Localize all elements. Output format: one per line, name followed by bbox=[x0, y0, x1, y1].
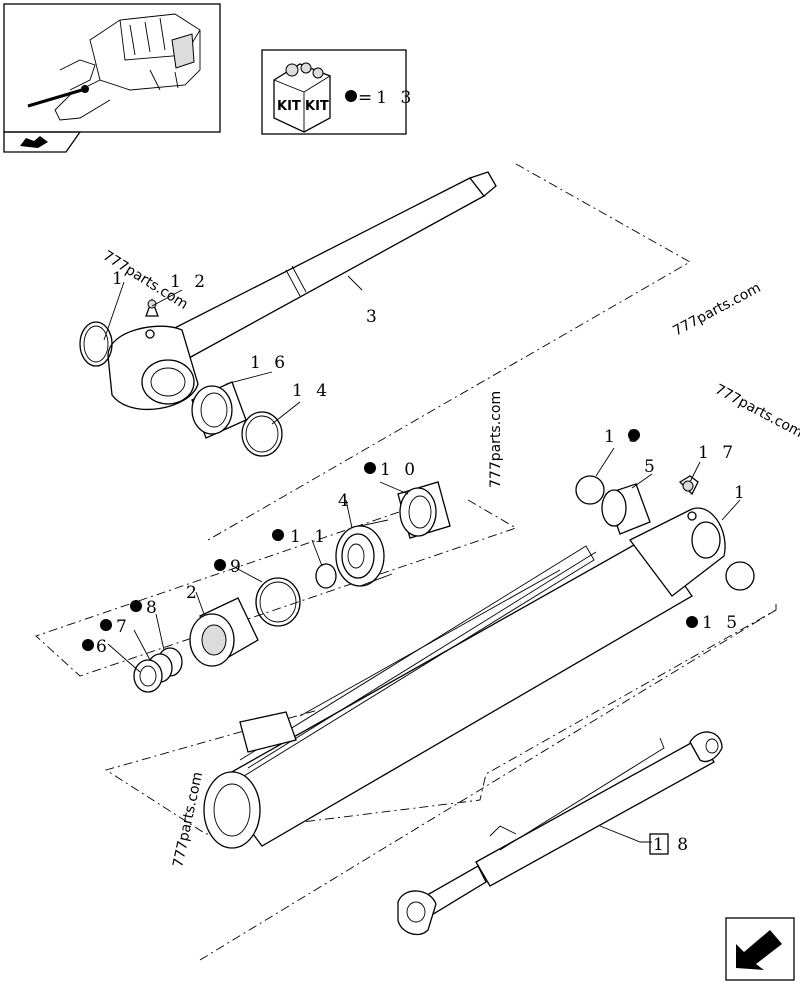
kit-legend-box: KIT KIT =1 3 bbox=[261, 49, 415, 135]
callout-17: 1 7 bbox=[698, 443, 737, 463]
callout-18-box bbox=[649, 833, 669, 855]
assembled-cylinder-18[interactable] bbox=[397, 731, 723, 936]
watermark-2: 777parts.com bbox=[670, 280, 763, 340]
lower-group-outline bbox=[199, 609, 777, 961]
piston-10[interactable] bbox=[397, 481, 451, 539]
callout-5: 5 bbox=[644, 457, 659, 477]
callout-7: 7 bbox=[116, 617, 131, 637]
callout-16: 1 6 bbox=[250, 353, 289, 373]
watermark-4: 777parts.com bbox=[488, 391, 504, 488]
o-ring-11[interactable] bbox=[315, 563, 337, 589]
callout-15-lower: 1 5 bbox=[702, 613, 741, 633]
callout-1-barrel: 1 bbox=[734, 483, 749, 503]
circlip-right[interactable] bbox=[241, 411, 283, 457]
kit-bullet-11 bbox=[272, 529, 284, 541]
kit-label-left: KIT bbox=[277, 99, 301, 114]
callout-11: 1 1 bbox=[290, 527, 329, 547]
tractor-overview-image bbox=[27, 13, 201, 121]
ring-15-lower[interactable] bbox=[725, 561, 755, 591]
piston-rod[interactable] bbox=[107, 171, 497, 410]
rod-group-outline bbox=[207, 163, 691, 541]
arrow-down-left-icon bbox=[736, 930, 782, 970]
ring-15-upper[interactable] bbox=[575, 475, 605, 505]
callout-15-upper: 1 5 bbox=[604, 427, 643, 447]
kit-bullet-8 bbox=[130, 600, 142, 612]
bushing-5[interactable] bbox=[601, 483, 651, 535]
callout-3: 3 bbox=[366, 307, 381, 327]
kit-label-right: KIT bbox=[305, 99, 329, 114]
callout-6: 6 bbox=[96, 637, 111, 657]
seal-kit-group-outline bbox=[35, 497, 518, 677]
watermark-3: 777parts.com bbox=[712, 381, 800, 441]
kit-bullet-7 bbox=[100, 619, 112, 631]
kit-box-icon: KIT KIT bbox=[273, 62, 331, 133]
kit-bullet-15b bbox=[686, 616, 698, 628]
leader-18 bbox=[599, 825, 652, 843]
kit-bullet-10 bbox=[364, 462, 376, 474]
kit-equals-label: =1 3 bbox=[358, 88, 415, 108]
callout-4: 4 bbox=[338, 491, 353, 511]
kit-bullet-icon bbox=[345, 90, 357, 102]
kit-bullet-9 bbox=[214, 559, 226, 571]
view-tab bbox=[3, 131, 82, 153]
circlip-left[interactable] bbox=[79, 321, 113, 367]
next-page-button[interactable] bbox=[725, 917, 795, 981]
kit-bullet-6 bbox=[82, 639, 94, 651]
callout-9: 9 bbox=[230, 557, 245, 577]
seal-set-6-7-8[interactable] bbox=[133, 647, 183, 693]
callout-18: 1 8 bbox=[653, 835, 692, 855]
lubricator-17[interactable] bbox=[678, 475, 699, 496]
lubricator-fitting[interactable] bbox=[145, 298, 159, 317]
callout-14: 1 4 bbox=[292, 381, 331, 401]
arrow-view-icon bbox=[20, 136, 48, 148]
cylinder-barrel[interactable] bbox=[203, 507, 726, 849]
callout-10: 1 0 bbox=[380, 460, 419, 480]
o-ring-9[interactable] bbox=[255, 577, 301, 627]
bushing-16[interactable] bbox=[191, 381, 247, 439]
kit-bullet-15a bbox=[628, 429, 640, 441]
callout-2: 2 bbox=[186, 583, 201, 603]
callout-12: 1 2 bbox=[170, 272, 209, 292]
callout-1-rod: 1 bbox=[112, 269, 127, 289]
watermark-5: 777parts.com bbox=[170, 771, 206, 869]
overview-thumbnail[interactable] bbox=[3, 3, 221, 153]
piston-4[interactable] bbox=[335, 519, 393, 587]
gland-2[interactable] bbox=[189, 597, 259, 667]
callout-8: 8 bbox=[146, 598, 161, 618]
